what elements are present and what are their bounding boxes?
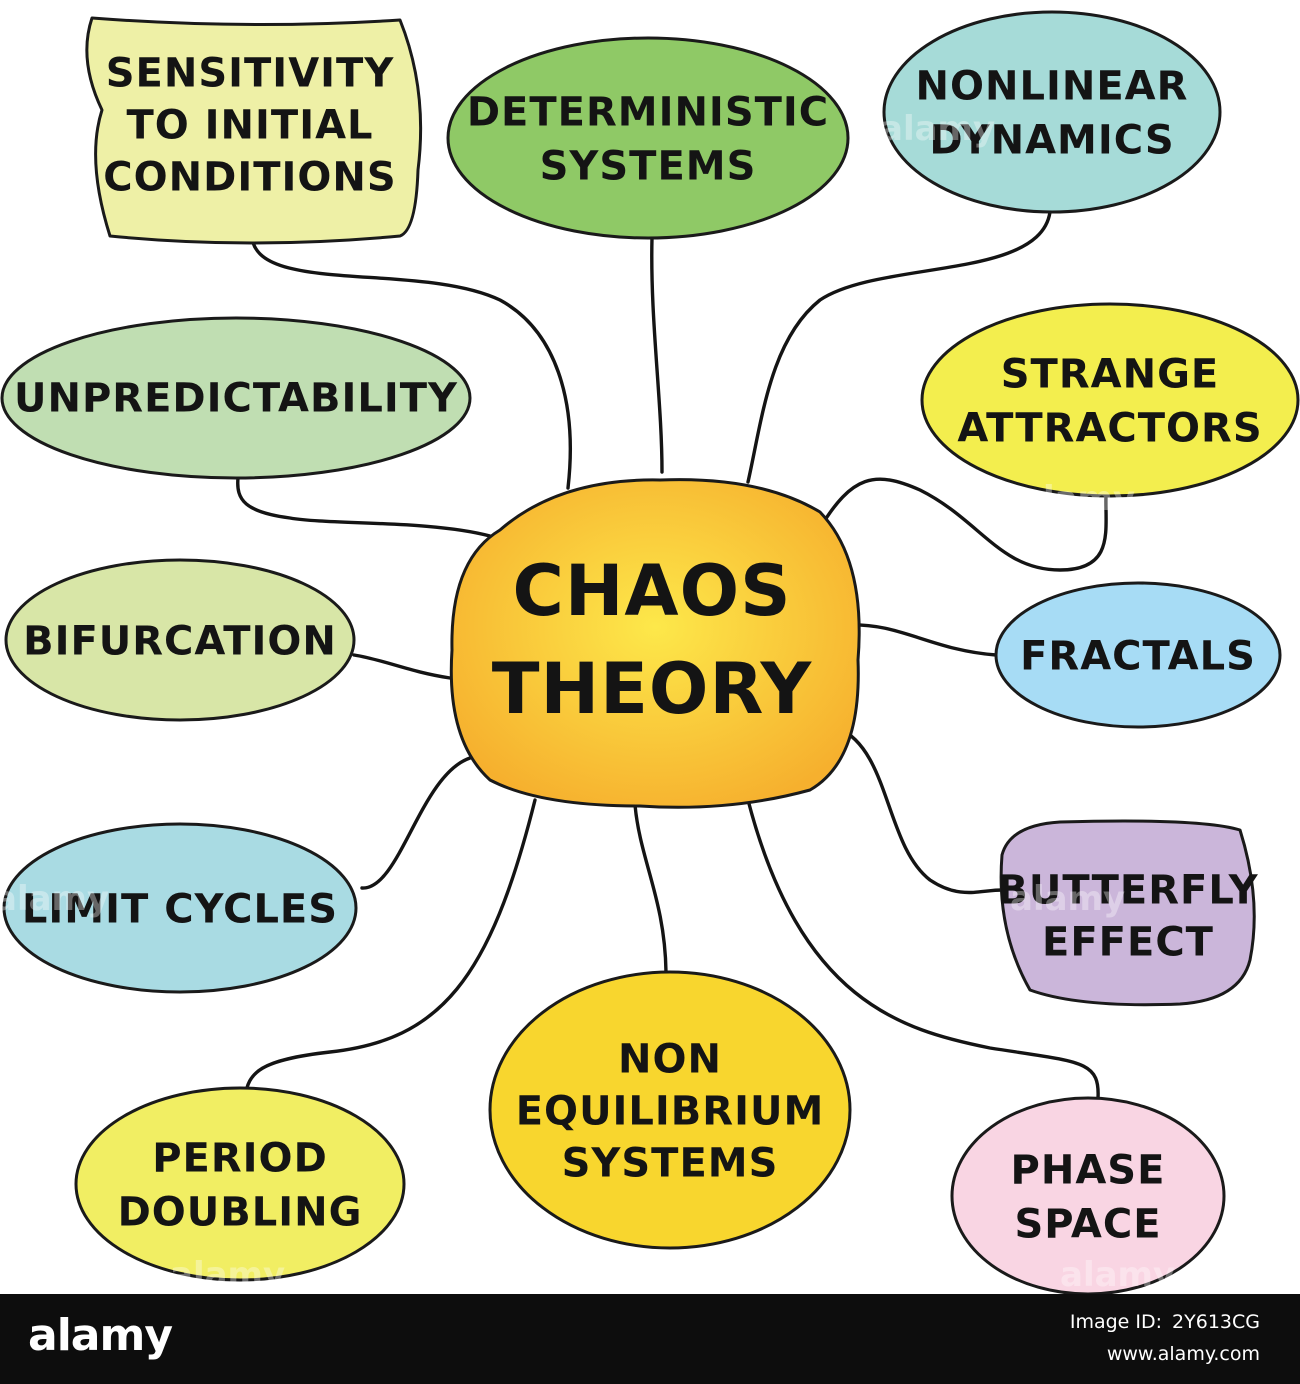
node-unpredictability: UNPREDICTABILITY xyxy=(0,316,472,480)
node-label: DYNAMICS xyxy=(929,117,1174,163)
node-label: LIMIT CYCLES xyxy=(22,886,338,932)
image-id-label: Image ID: xyxy=(1069,1311,1163,1333)
connector-line xyxy=(633,803,668,974)
node-label: EFFECT xyxy=(1042,919,1214,965)
mind-map: SENSITIVITY TO INITIAL CONDITIONS DETERMINI… xyxy=(0,10,1300,1294)
image-id: 2Y613CG xyxy=(1172,1311,1260,1333)
watermark: alamy xyxy=(1020,479,1135,519)
center-label: CHAOS xyxy=(512,550,791,632)
node-sensitivity: SENSITIVITY TO INITIAL CONDITIONS xyxy=(85,16,423,245)
node-label: STRANGE xyxy=(1001,351,1219,397)
node-shape xyxy=(74,1086,406,1282)
connector-line xyxy=(250,234,572,490)
node-label: CONDITIONS xyxy=(103,154,396,200)
node-shape xyxy=(2,822,358,994)
node-phase: PHASE SPACE xyxy=(950,1096,1226,1294)
node-label: DETERMINISTIC xyxy=(467,89,829,135)
node-label: EQUILIBRIUM xyxy=(516,1088,825,1134)
node-deterministic: DETERMINISTIC SYSTEMS xyxy=(446,36,850,240)
node-label: FRACTALS xyxy=(1020,633,1256,679)
connector-line xyxy=(360,756,472,890)
center-label: THEORY xyxy=(492,648,813,730)
alamy-logo: alamy xyxy=(28,1310,173,1361)
connector-line xyxy=(650,236,664,474)
node-shape xyxy=(882,10,1222,214)
node-nonequilibrium: NON EQUILIBRIUM SYSTEMS xyxy=(488,970,852,1250)
node-label: SPACE xyxy=(1014,1201,1161,1247)
node-butterfly: BUTTERFLY EFFECT xyxy=(997,819,1258,1007)
node-shape xyxy=(950,1096,1226,1294)
watermark: alamy xyxy=(1060,1255,1175,1294)
connector-line xyxy=(818,477,1108,572)
node-fractals: FRACTALS xyxy=(994,581,1282,729)
connector-line xyxy=(746,798,1100,1100)
node-shape xyxy=(0,316,472,480)
node-shape xyxy=(994,581,1282,729)
connector-line xyxy=(843,623,998,657)
connector-line xyxy=(746,210,1052,484)
node-limit: LIMIT CYCLES xyxy=(2,822,358,994)
footer-bar: alamy Image ID: 2Y613CG www.alamy.com xyxy=(0,1294,1300,1384)
topic-nodes: SENSITIVITY TO INITIAL CONDITIONS DETERMINI… xyxy=(0,10,1300,1294)
watermark: alamy xyxy=(170,1255,285,1294)
node-bifurcation: BIFURCATION xyxy=(4,558,356,722)
footer-meta: Image ID: 2Y613CG www.alamy.com xyxy=(880,1306,1260,1370)
node-shape xyxy=(446,36,850,240)
node-shape xyxy=(488,970,852,1250)
node-shape xyxy=(4,558,356,722)
watermark: alamy xyxy=(1010,879,1125,919)
node-label: SYSTEMS xyxy=(562,1140,779,1186)
node-shape xyxy=(85,16,423,245)
connector-line xyxy=(836,726,1004,895)
connector-line xyxy=(352,653,452,680)
node-label: PHASE xyxy=(1011,1147,1166,1193)
node-label: BUTTERFLY xyxy=(997,867,1258,913)
node-label: PERIOD xyxy=(152,1135,328,1181)
node-label: UNPREDICTABILITY xyxy=(14,376,458,422)
node-label: DOUBLING xyxy=(118,1189,363,1235)
node-label: SYSTEMS xyxy=(540,143,757,189)
node-period: PERIOD DOUBLING xyxy=(74,1086,406,1282)
node-shape xyxy=(920,302,1300,498)
site-url: www.alamy.com xyxy=(1106,1343,1260,1365)
node-label: NON xyxy=(618,1036,722,1082)
node-label: SENSITIVITY xyxy=(106,50,395,96)
watermark: alamy xyxy=(880,109,995,149)
node-label: BIFURCATION xyxy=(23,618,337,664)
connector-line xyxy=(243,798,537,1100)
node-nonlinear: NONLINEAR DYNAMICS xyxy=(882,10,1222,214)
watermark-layer: alamy alamy alamy alamy alamy alamy xyxy=(0,109,1175,1294)
node-shape xyxy=(999,819,1256,1007)
node-label: NONLINEAR xyxy=(916,63,1189,109)
node-strange: STRANGE ATTRACTORS xyxy=(920,302,1300,498)
central-topic: CHAOS THEORY xyxy=(449,478,861,809)
connector-lines xyxy=(236,210,1108,1100)
connector-line xyxy=(236,476,492,538)
node-label: TO INITIAL xyxy=(126,102,373,148)
watermark: alamy xyxy=(0,879,109,919)
node-label: ATTRACTORS xyxy=(957,405,1262,451)
center-shape xyxy=(449,478,861,809)
